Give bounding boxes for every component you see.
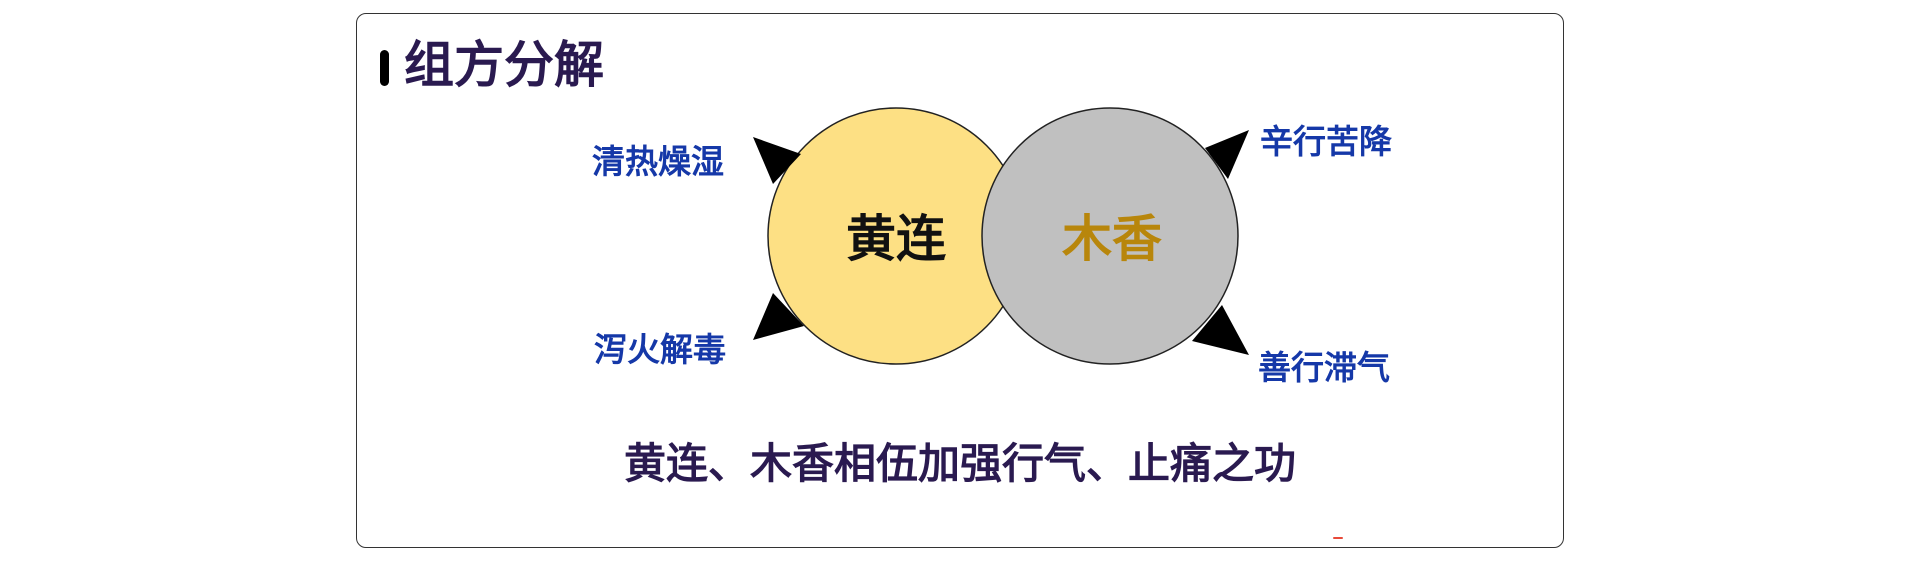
effect-shanxing-zhiqi: 善行滞气 [1258, 348, 1390, 387]
effect-xiehuo-jiedu: 泻火解毒 [594, 330, 726, 369]
arrow-upper-right [1205, 130, 1249, 179]
muxiang-circle [981, 107, 1239, 365]
effect-qingre-zaoshi: 清热燥湿 [592, 142, 724, 181]
arrow-upper-left [753, 137, 801, 184]
huanglian-label: 黄连 [846, 210, 946, 268]
summary-text: 黄连、木香相伍加强行气、止痛之功 [623, 439, 1296, 488]
effect-xinxing-kujiang: 辛行苦降 [1260, 122, 1392, 161]
muxiang-label: 木香 [1062, 210, 1162, 268]
arrow-lower-left [753, 293, 804, 340]
decorative-mark [1333, 537, 1343, 539]
section-title: 组方分解 [404, 36, 604, 94]
title-accent-bar [380, 50, 389, 86]
arrow-lower-right [1192, 305, 1249, 355]
